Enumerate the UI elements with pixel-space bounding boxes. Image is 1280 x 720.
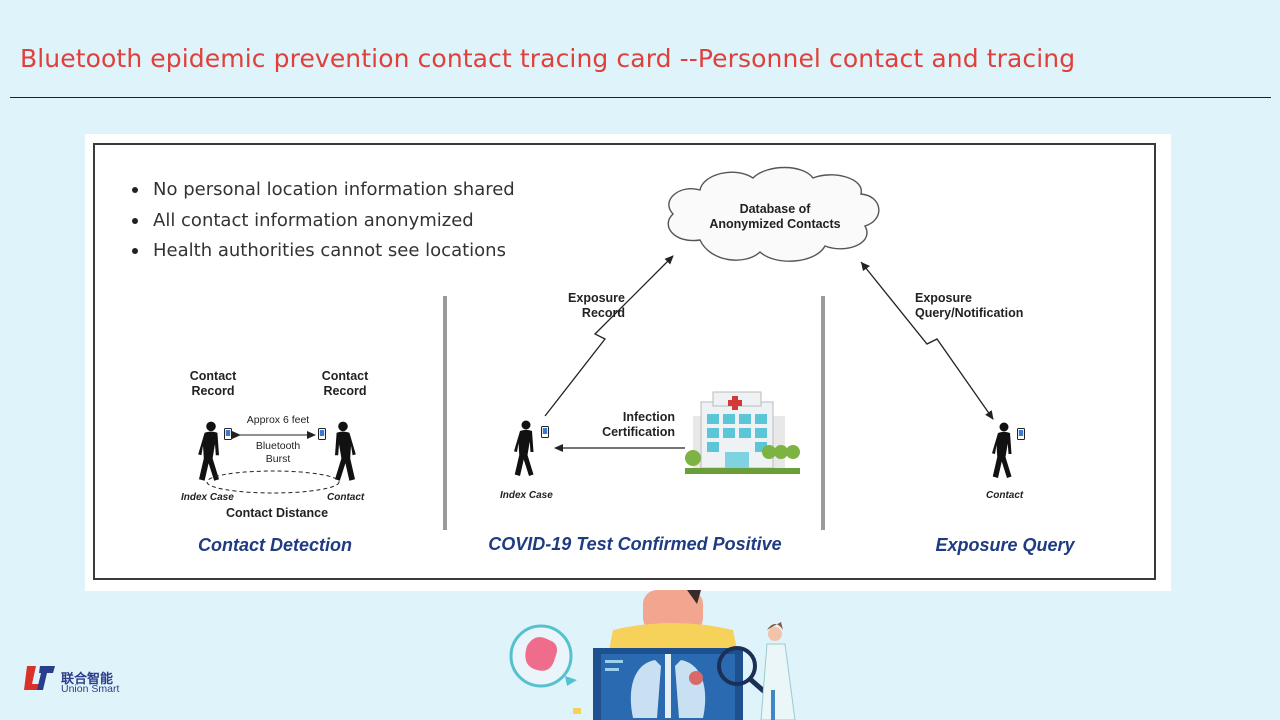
contact-record-line: Record bbox=[323, 384, 367, 398]
doctor-head-icon bbox=[609, 590, 737, 650]
bluetooth-label: Bluetooth Burst bbox=[243, 440, 313, 466]
contact-label: Contact bbox=[986, 490, 1024, 501]
exposure-record-arrow bbox=[544, 255, 674, 417]
germ-bubble-icon bbox=[509, 624, 577, 688]
infection-certification-label: Infection Certification bbox=[585, 410, 675, 440]
cloud-icon bbox=[667, 166, 880, 262]
bullet-item: Health authorities cannot see locations bbox=[123, 240, 515, 271]
panel-divider bbox=[821, 296, 825, 530]
exposure-query-line: Exposure bbox=[915, 291, 972, 305]
logo-english-text: Union Smart bbox=[61, 683, 120, 695]
figure-frame bbox=[93, 143, 1156, 580]
contact-distance-label: Contact Distance bbox=[225, 506, 329, 520]
contact-record-line: Record bbox=[191, 384, 235, 398]
bullet-item: No personal location information shared bbox=[123, 179, 515, 210]
walker-icon bbox=[335, 421, 356, 481]
contact-label: Contact bbox=[327, 492, 365, 503]
exposure-record-line: Exposure bbox=[568, 291, 625, 305]
contact-record-line: Contact bbox=[189, 369, 237, 383]
contact-record-line: Contact bbox=[321, 369, 369, 383]
bluetooth-range-icon bbox=[206, 470, 340, 494]
walker-icon bbox=[198, 421, 219, 481]
section-title-detection: Contact Detection bbox=[197, 535, 352, 555]
title-divider bbox=[10, 97, 1271, 98]
phone-icon bbox=[224, 428, 232, 440]
bluetooth-line: Burst bbox=[265, 453, 291, 465]
phone-icon bbox=[318, 428, 326, 440]
walker-icon bbox=[992, 422, 1012, 478]
union-smart-logo-icon bbox=[24, 666, 55, 690]
infection-certification-line: Certification bbox=[602, 425, 675, 439]
medical-illustration bbox=[509, 590, 796, 720]
cloud-label-line: Database of bbox=[739, 202, 811, 216]
contact-record-label: Contact Record bbox=[183, 369, 243, 399]
distance-label: Approx 6 feet bbox=[246, 414, 310, 426]
index-case-label: Index Case bbox=[181, 492, 234, 503]
exposure-record-label: Exposure Record bbox=[555, 291, 625, 321]
contact-tracing-figure: No personal location information shared … bbox=[85, 134, 1171, 591]
exposure-record-line: Record bbox=[581, 306, 625, 320]
exposure-query-line: Query/Notification bbox=[915, 306, 1024, 320]
bullet-item: All contact information anonymized bbox=[123, 210, 515, 241]
exposure-query-label: Exposure Query/Notification bbox=[915, 291, 1055, 321]
nurse-icon bbox=[760, 622, 796, 720]
hospital-icon bbox=[685, 391, 800, 474]
exposure-query-arrow bbox=[860, 261, 994, 420]
diagram-graphics bbox=[198, 166, 1025, 530]
section-title-query: Exposure Query bbox=[935, 535, 1075, 555]
privacy-bullet-list: No personal location information shared … bbox=[123, 179, 515, 271]
infection-certification-line: Infection bbox=[622, 410, 675, 424]
phone-icon bbox=[541, 426, 549, 438]
index-case-label: Index Case bbox=[500, 490, 553, 501]
cloud-label: Database of Anonymized Contacts bbox=[685, 202, 865, 232]
walker-icon bbox=[514, 420, 534, 476]
xray-screen-icon bbox=[593, 648, 743, 720]
contact-record-label: Contact Record bbox=[315, 369, 375, 399]
section-title-positive: COVID-19 Test Confirmed Positive bbox=[488, 534, 782, 554]
phone-icon bbox=[1017, 428, 1025, 440]
slide-title: Bluetooth epidemic prevention contact tr… bbox=[20, 44, 1076, 73]
logo-chinese-text: 联合智能 bbox=[61, 672, 114, 687]
panel-divider bbox=[443, 296, 447, 530]
bluetooth-line: Bluetooth bbox=[255, 440, 301, 452]
cloud-label-line: Anonymized Contacts bbox=[709, 217, 841, 231]
